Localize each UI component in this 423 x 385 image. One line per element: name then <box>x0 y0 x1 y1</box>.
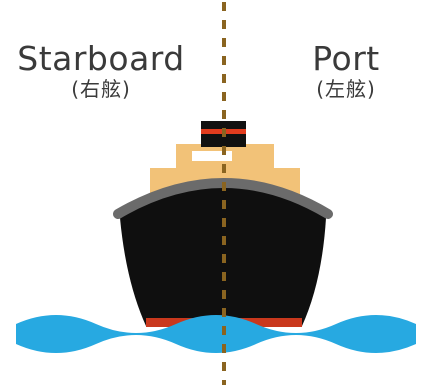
port-label: Port (左舷) <box>290 42 402 99</box>
starboard-label: Starboard (右舷) <box>5 42 197 99</box>
starboard-label-japanese: (右舷) <box>71 77 131 101</box>
port-label-text: Port <box>312 39 380 78</box>
starboard-label-text: Starboard <box>17 39 185 78</box>
sea-waves <box>16 315 416 353</box>
port-label-japanese: (左舷) <box>316 77 376 101</box>
